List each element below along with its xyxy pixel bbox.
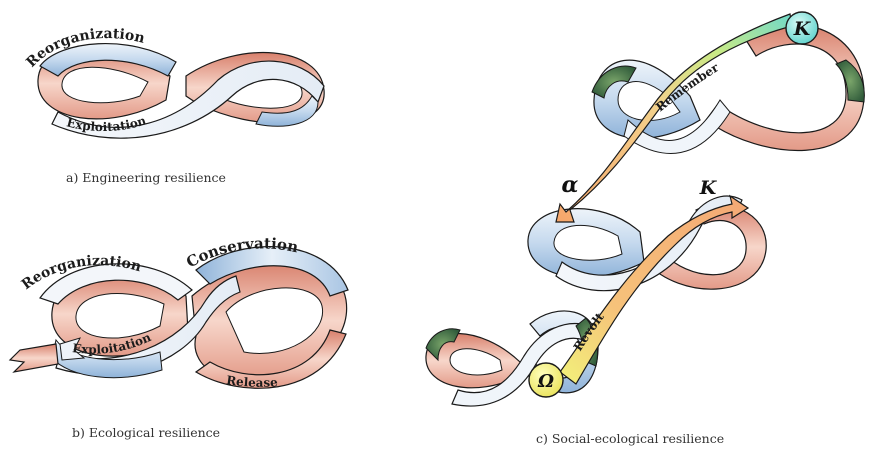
alpha-label: α (562, 172, 579, 198)
panel-a-caption: a) Engineering resilience (66, 170, 226, 185)
panel-b-caption: b) Ecological resilience (72, 425, 220, 440)
k-middle-label: K (699, 177, 718, 199)
k-top-label: K (793, 18, 812, 40)
panel-c-caption: c) Social-ecological resilience (536, 431, 724, 446)
omega-label: Ω (537, 371, 554, 392)
panel-b-label-release: Release (225, 373, 278, 390)
